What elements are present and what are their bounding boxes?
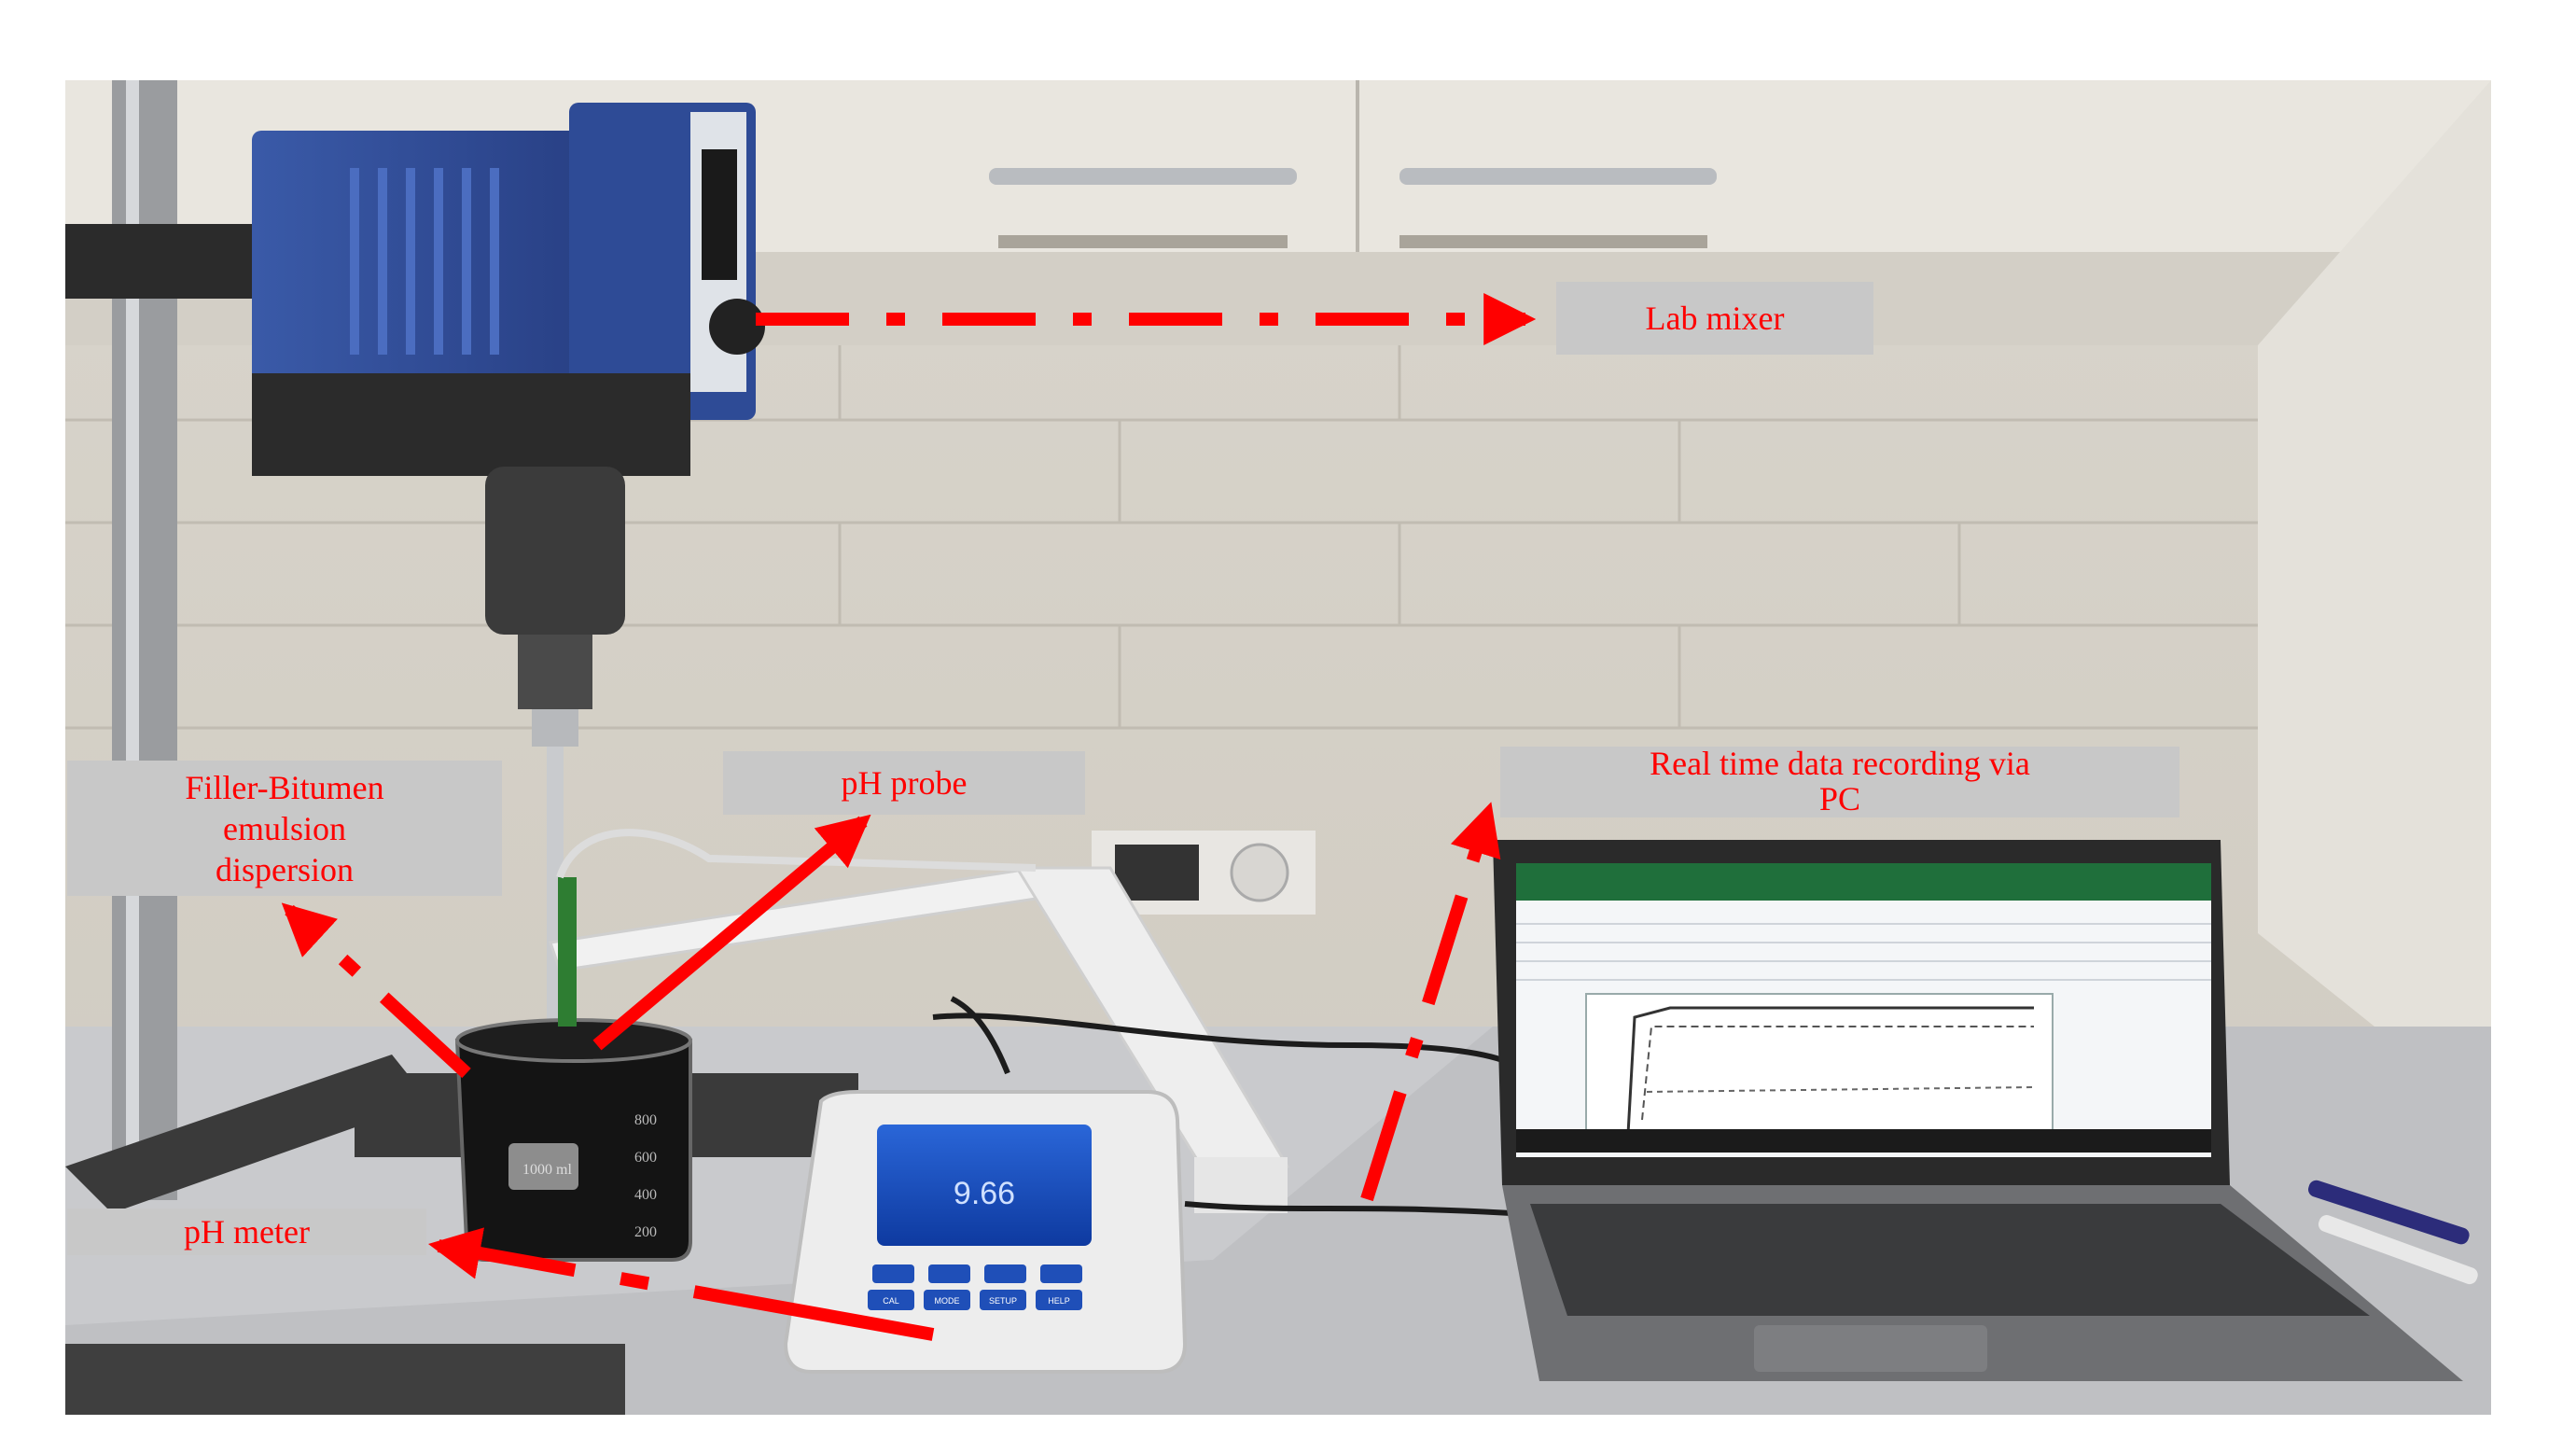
label-lab-mixer-text: Lab mixer	[1645, 300, 1785, 337]
arrow-recording	[1360, 802, 1501, 1202]
meter-button-label: HELP	[1048, 1296, 1070, 1306]
ph-probe-arm	[549, 829, 1290, 1213]
label-filler-line: dispersion	[216, 850, 354, 888]
beaker-graduation: 400	[634, 1187, 657, 1203]
label-recording-line: PC	[1818, 780, 1861, 817]
annotation-arrows	[281, 293, 1537, 1341]
cables	[932, 996, 1513, 1216]
label-filler-line: emulsion	[223, 809, 346, 847]
arrow-filler	[281, 902, 471, 1079]
arrow-ph-probe	[592, 814, 871, 1051]
label-ph-probe-text: pH probe	[841, 764, 968, 802]
beaker-graduation: 800	[634, 1112, 657, 1128]
ph-meter-reading: 9.66	[954, 1176, 1015, 1211]
pens	[2308, 1180, 2478, 1285]
laptop	[1493, 840, 2463, 1381]
label-ph-meter: pH meter	[67, 1209, 426, 1255]
beaker-graduation: 600	[634, 1150, 657, 1166]
beaker-graduation: 200	[634, 1224, 657, 1240]
label-lab-mixer: Lab mixer	[1556, 282, 1873, 355]
meter-button-label: CAL	[883, 1296, 899, 1306]
ph-meter-device: 9.66 CAL MODE SETUP HELP	[783, 1090, 1188, 1374]
arrow-ph-meter	[427, 1227, 935, 1341]
laptop-keyboard	[1530, 1204, 2370, 1316]
right-wall	[2258, 80, 2491, 1120]
label-filler-bitumen: Filler-Bitumen emulsion dispersion	[67, 761, 502, 896]
meter-button-label: SETUP	[989, 1296, 1017, 1306]
label-filler-line: Filler-Bitumen	[185, 768, 384, 806]
label-real-time-recording: Real time data recording via PC	[1500, 745, 2179, 817]
label-ph-probe: pH probe	[723, 751, 1085, 815]
beaker-volume-label: 1000 ml	[522, 1162, 572, 1178]
label-ph-meter-text: pH meter	[184, 1213, 310, 1250]
stand-base	[65, 1055, 429, 1213]
beaker: 1000 ml 800 600 400 200	[454, 1018, 692, 1262]
meter-button-label: MODE	[935, 1296, 960, 1306]
label-recording-line: Real time data recording via	[1650, 745, 2030, 782]
lab-mixer-device	[252, 103, 765, 1064]
